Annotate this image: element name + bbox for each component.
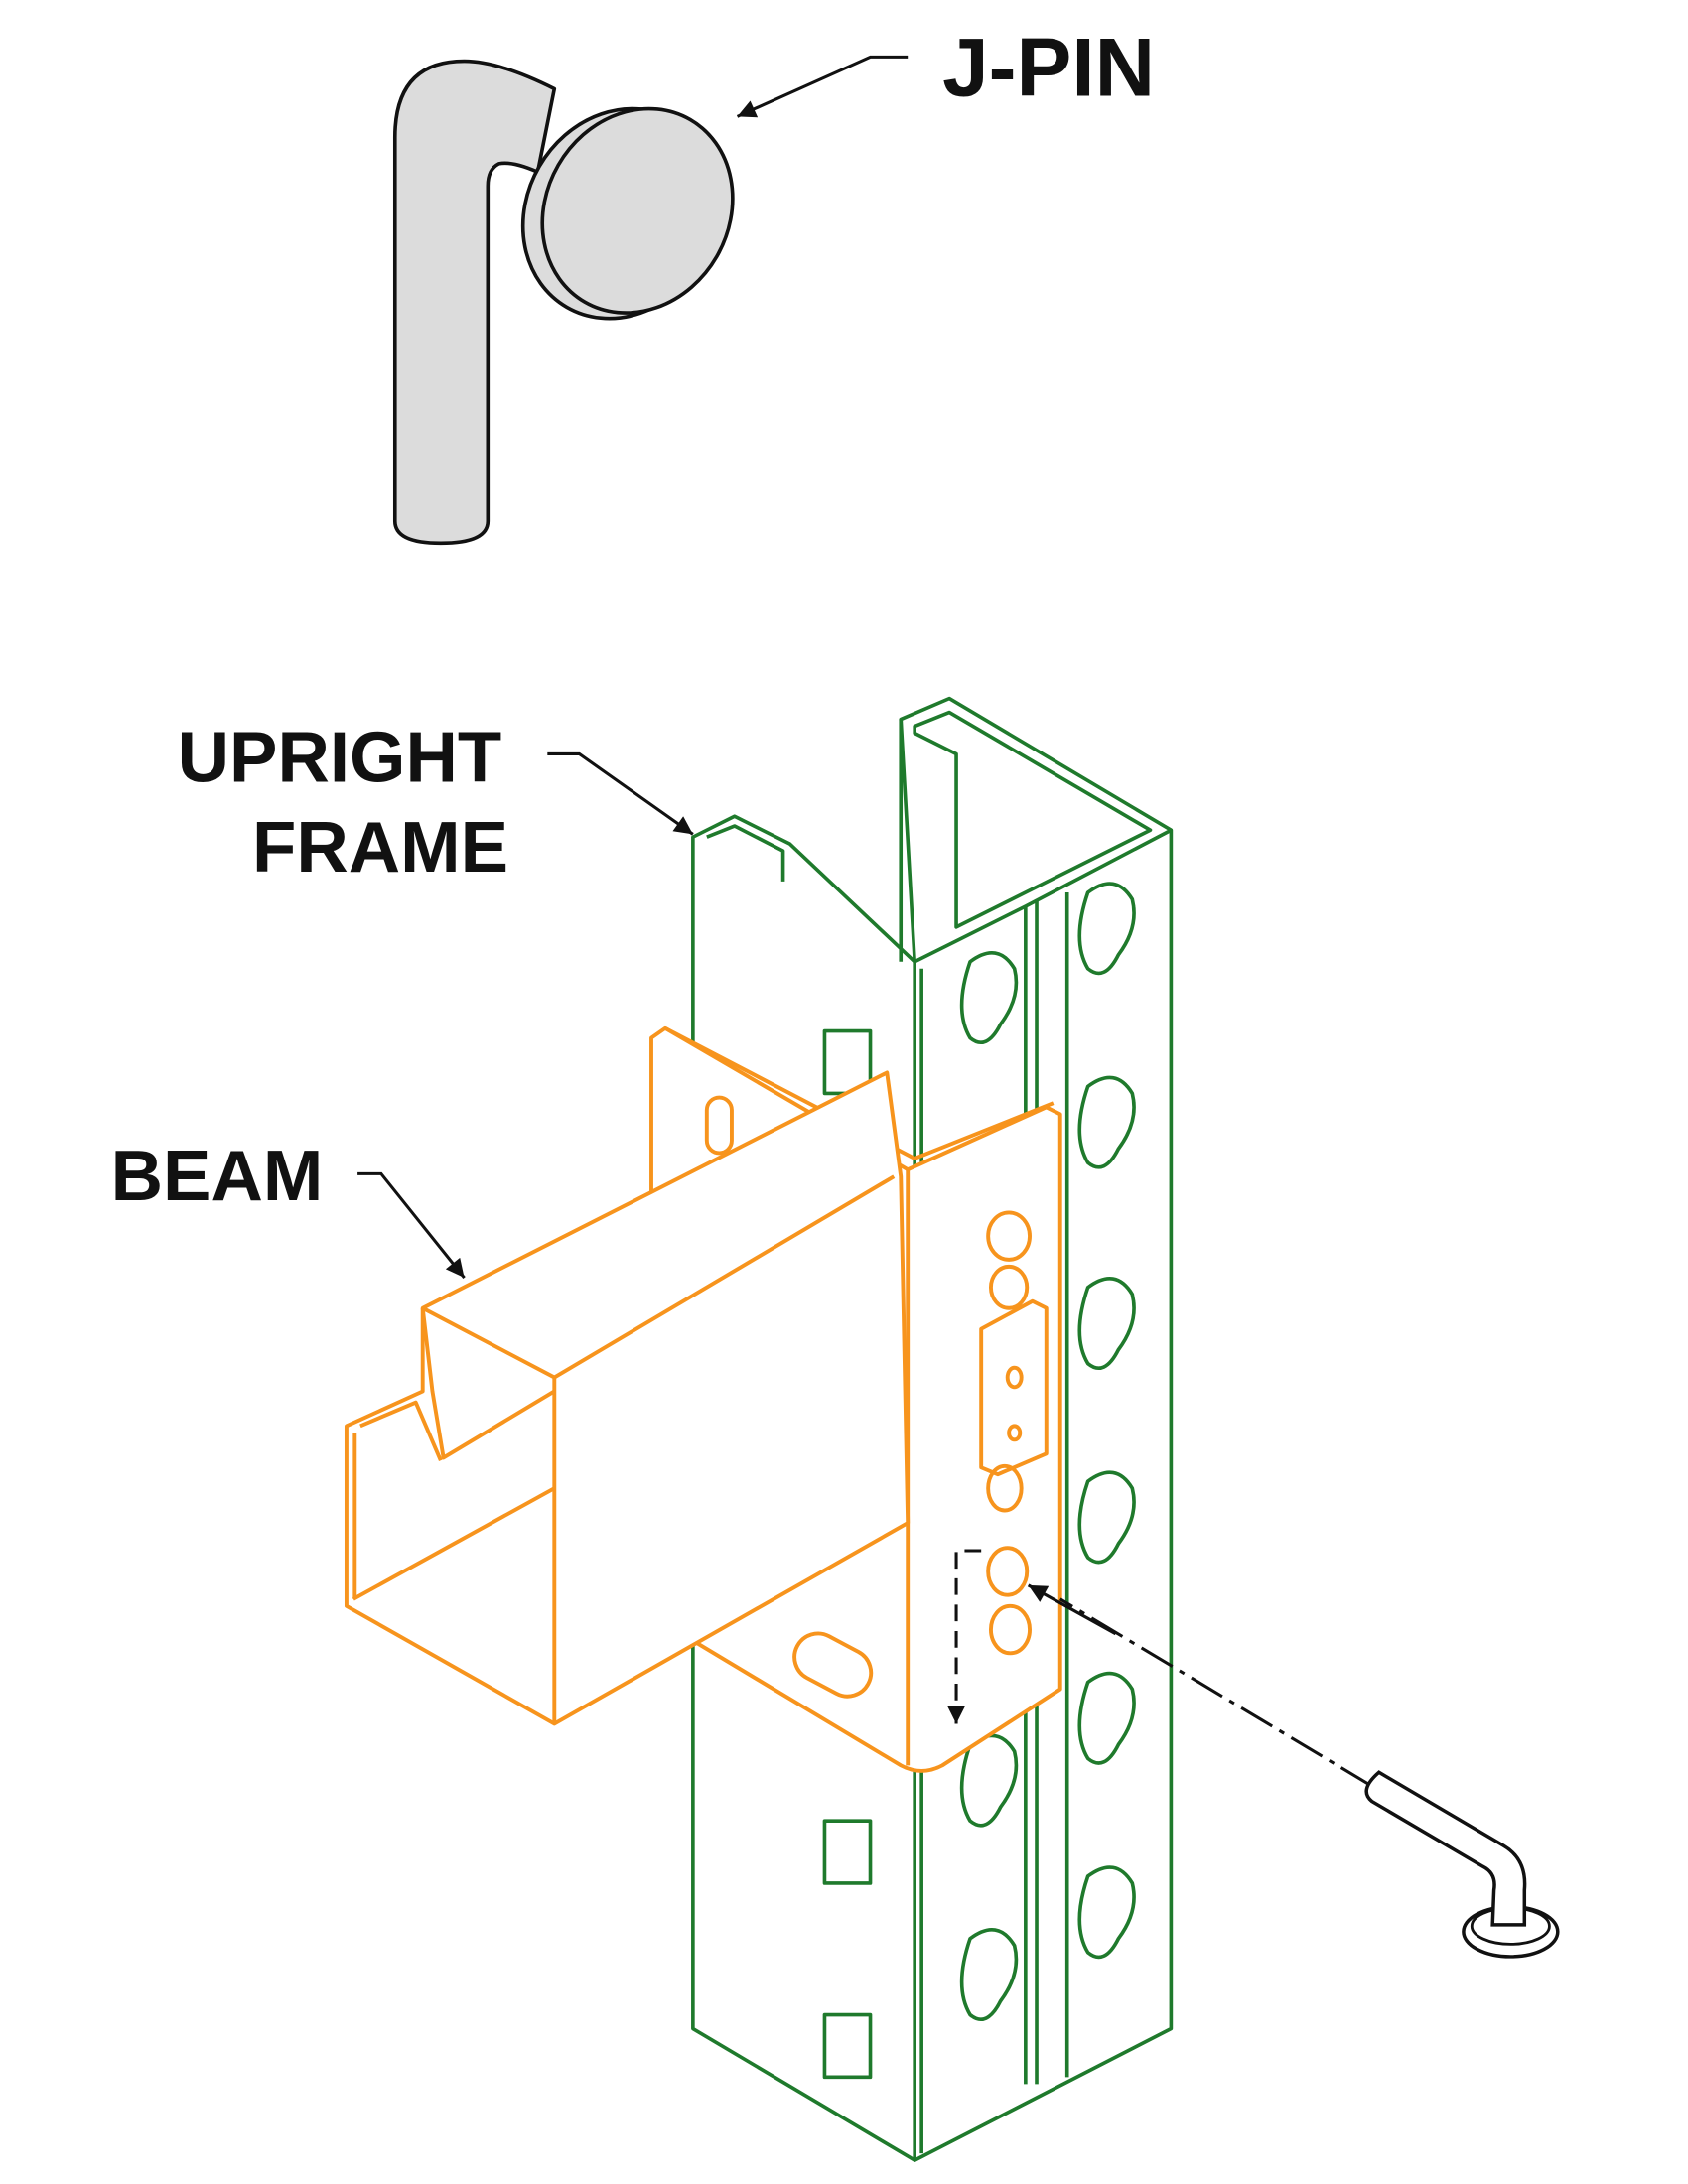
keyhole-slots bbox=[959, 882, 1136, 2021]
beam-label: BEAM bbox=[111, 1136, 324, 1216]
jpin-leader bbox=[736, 55, 909, 118]
upright-label-line2: FRAME bbox=[252, 807, 508, 887]
jpin-label: J-PIN bbox=[942, 20, 1155, 113]
jpin-detail-illustration bbox=[392, 59, 735, 546]
small-jpin bbox=[946, 1549, 1560, 1959]
beam-leader bbox=[357, 1171, 466, 1279]
beam bbox=[344, 1025, 1062, 1773]
upright-label-line1: UPRIGHT bbox=[178, 717, 502, 797]
upright-leader bbox=[547, 751, 694, 836]
